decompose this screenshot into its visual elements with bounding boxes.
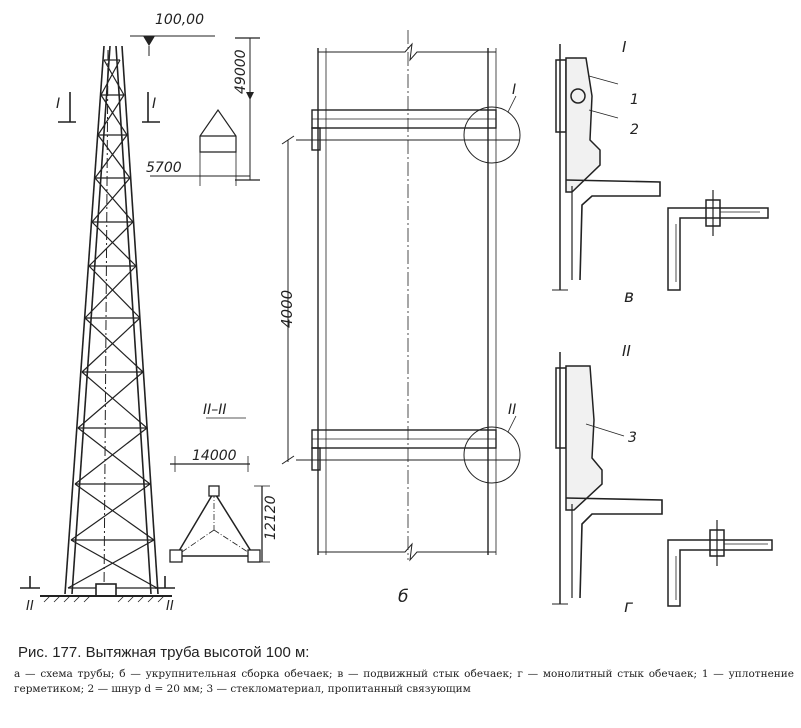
tower-scheme bbox=[20, 35, 215, 603]
spacing-dimension: 4000 bbox=[278, 290, 296, 328]
section-mark-I-right: I bbox=[152, 96, 156, 112]
label-v: в bbox=[624, 287, 634, 307]
caption-title: Рис. 177. Вытяжная труба высотой 100 м: bbox=[18, 644, 310, 661]
section-mark-II-right: II bbox=[166, 599, 174, 614]
joint-detail-v bbox=[552, 44, 769, 291]
technical-drawing: 100,00 I I II II а 49000 5700 II–II 1400… bbox=[20, 12, 773, 617]
base-height-dimension: 12120 bbox=[263, 495, 279, 540]
width-dimension: 5700 bbox=[146, 160, 182, 176]
figure-caption: Рис. 177. Вытяжная труба высотой 100 м: … bbox=[14, 644, 794, 697]
section-II-title: II bbox=[622, 342, 631, 360]
callout-2: 2 bbox=[630, 122, 639, 138]
section-mark-II-left: II bbox=[26, 599, 34, 614]
elevation-mark: 100,00 bbox=[155, 12, 204, 28]
callout-I: I bbox=[512, 82, 516, 98]
section-I-title: I bbox=[622, 38, 627, 56]
label-b: б bbox=[398, 587, 408, 607]
section-II-II bbox=[169, 417, 270, 563]
callout-1: 1 bbox=[630, 92, 639, 108]
caption-body: а — схема трубы; б — укрупнительная сбор… bbox=[14, 668, 794, 695]
section-II-II-title: II–II bbox=[203, 402, 227, 418]
callout-II: II bbox=[508, 402, 516, 418]
callout-3: 3 bbox=[628, 430, 637, 446]
joint-detail-g bbox=[552, 352, 773, 607]
section-mark-I-left: I bbox=[56, 96, 60, 112]
top-dimension-sketch bbox=[150, 37, 260, 186]
shell-assembly bbox=[281, 30, 521, 562]
height-dimension: 49000 bbox=[233, 49, 249, 94]
label-g: г bbox=[624, 597, 633, 617]
base-width-dimension: 14000 bbox=[192, 448, 237, 464]
